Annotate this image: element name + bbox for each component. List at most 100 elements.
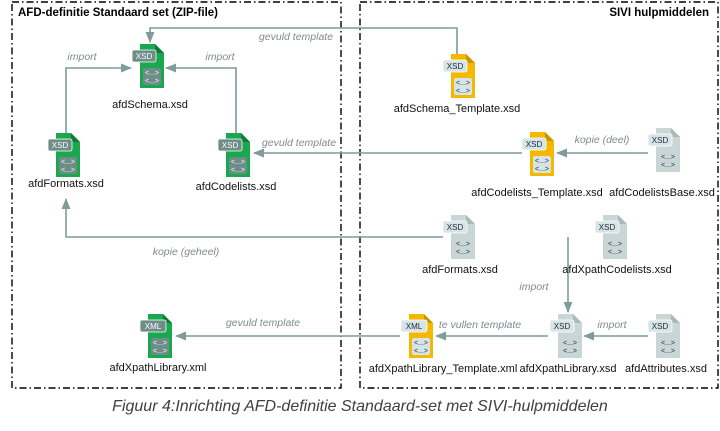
file-type-badge [139,319,167,333]
file-name-label: afdXpathLibrary.xml [109,362,206,374]
file-node-afdSchema[interactable]: XSD <...><...> afdSchema.xsd [112,44,188,111]
code-block [412,338,430,355]
file-type-label: XSD [222,141,239,150]
code-glyph: <...> [414,340,428,347]
file-fold-corner [71,133,80,142]
edge-label: gevuld template [226,317,300,329]
code-glyph: <...> [661,348,675,355]
code-glyph: <...> [563,340,577,347]
edges [61,27,648,341]
section-left-border [11,1,342,389]
file-node-afdCodelists[interactable]: XSD <...><...> afdCodelists.xsd [196,133,277,193]
file-type-label: XSD [447,62,464,71]
file-type-badge [47,138,73,152]
file-node-afdCodelistsBase[interactable]: XSD <...><...> afdCodelistsBase.xsd [609,128,715,199]
file-name-label: afdSchema.xsd [112,99,188,111]
code-glyph: <...> [153,348,167,355]
file-node-afdFormatsSivi[interactable]: XSD<...><...>afdFormats.xsd [422,215,498,276]
edge-label: gevuld template [259,31,333,43]
file-type-badge [647,319,673,333]
code-glyph: <...> [145,78,159,85]
code-glyph: <...> [661,340,675,347]
file-fold-corner [545,132,554,141]
code-glyph: <...> [563,348,577,355]
section-afd-standard-set: AFD-definitie Standaard set (ZIP-file) [11,1,342,389]
file-fold-corner [573,314,582,323]
code-glyph: <...> [456,241,470,248]
file-node-afdCodelistsTemplate[interactable]: XSD<...><...>afdCodelists_Template.xsd [471,132,603,199]
code-glyph: <...> [145,70,159,77]
file-type-label: XSD [652,136,669,145]
code-glyph: <...> [153,340,167,347]
edge-label: import [67,51,97,63]
file-type-badge [131,49,157,63]
code-glyph: <...> [608,249,622,256]
figure-caption: Figuur 4:Inrichting AFD-definitie Standa… [112,398,608,415]
file-type-badge [594,220,620,234]
file-name-label: afdFormats.xsd [422,264,498,276]
code-glyph: <...> [661,162,675,169]
edge-label: gevuld template [262,137,336,149]
file-node-afdXpathLibraryTemplate[interactable]: XML<...><...>afdXpathLibrary_Template.xm… [369,314,518,375]
file-fold-corner [466,54,475,63]
file-name-label: afdCodelistsBase.xsd [609,187,715,199]
file-type-badge [549,319,575,333]
file-nodes: XSD<...><...>afdSchema.xsdXSD<...><...>a… [28,44,715,375]
code-glyph: <...> [61,167,75,174]
section-title: SIVI hulpmiddelen [609,7,709,19]
edge-afdCodelists-to-afdSchema [164,63,237,133]
edge-label: kopie (geheel) [153,246,220,258]
file-type-badge [442,59,468,73]
file-name-label: afdFormats.xsd [28,178,104,190]
file-fold-corner [466,215,475,224]
code-block [229,157,247,174]
file-node-afdFormats[interactable]: XSD <...><...> afdFormats.xsd [28,133,104,190]
edge-labels: import import gevuld template gevuld templa… [67,31,629,331]
file-node-afdXpathCodelists[interactable]: XSD <...><...> afdXpathCodelists.xsd [562,215,672,276]
file-fold-corner [671,314,680,323]
file-fold-corner [241,133,250,142]
code-glyph: <...> [608,241,622,248]
code-glyph: <...> [456,88,470,95]
edge-label: import [597,319,627,331]
file-type-label: XSD [136,52,153,61]
edge-label: kopie (deel) [575,134,630,146]
file-name-label: afdCodelists_Template.xsd [471,187,602,199]
file-name-label: afdCodelists.xsd [196,181,277,193]
file-node-afdXpathLibraryXml[interactable]: XML <...><...> afdXpathLibrary.xml [109,314,207,374]
file-name-label: afdSchema_Template.xsd [394,103,521,115]
file-node-afdXpathLibraryXsd[interactable]: XSD<...><...>afdXpathLibrary.xsd [519,314,617,375]
file-type-badge [217,138,243,152]
file-fold-corner [618,215,627,224]
code-glyph: <...> [456,249,470,256]
file-type-badge [521,137,547,151]
code-block [151,338,169,355]
code-glyph: <...> [231,159,245,166]
file-type-label: XSD [52,141,69,150]
edge-afdFormatsSivi-to-afdFormats [61,197,443,238]
edge-afdFormats-to-afdSchema [65,63,133,133]
file-type-badge [647,133,673,147]
edge-afdSchemaTemplate-to-afdSchema [145,27,458,54]
edge-label: import [519,281,549,293]
code-glyph: <...> [535,158,549,165]
file-type-badge [400,319,428,333]
file-type-label: XSD [599,223,616,232]
file-fold-corner [155,44,164,53]
file-type-label: XSD [526,140,543,149]
file-name-label: afdXpathCodelists.xsd [562,264,671,276]
file-type-label: XML [145,322,162,331]
code-block [59,157,77,174]
code-glyph: <...> [661,154,675,161]
code-glyph: <...> [61,159,75,166]
file-name-label: afdXpathLibrary.xsd [519,363,616,375]
file-fold-corner [671,128,680,137]
file-type-label: XSD [652,322,669,331]
file-node-afdAttributes[interactable]: XSD<...><...>afdAttributes.xsd [625,314,707,375]
code-block [454,78,472,95]
code-glyph: <...> [231,167,245,174]
code-glyph: <...> [456,80,470,87]
file-node-afdSchemaTemplate[interactable]: XSD <...><...> afdSchema_Template.xsd [394,54,521,115]
code-block [143,68,161,85]
